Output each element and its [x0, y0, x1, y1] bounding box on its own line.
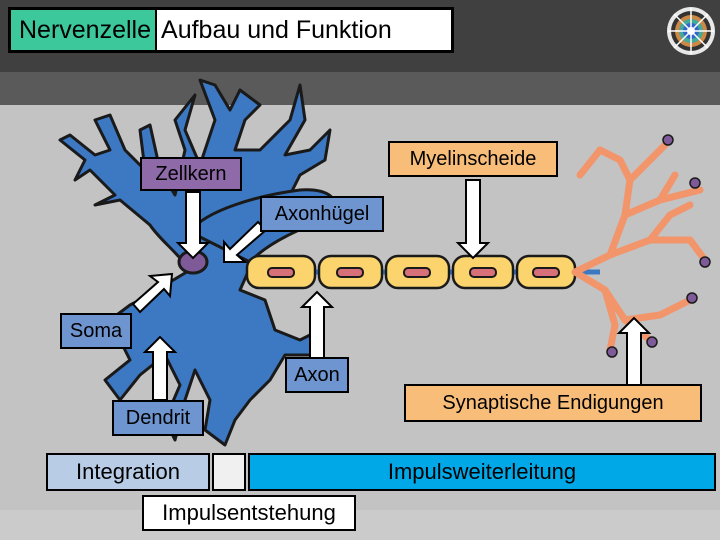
pointer-arrows	[131, 179, 652, 401]
title-subtitle: Aufbau und Funktion	[157, 10, 451, 50]
label-soma: Soma	[60, 313, 132, 349]
bar-gap	[212, 453, 246, 491]
label-axonhuegel: Axonhügel	[260, 196, 384, 232]
logo-icon	[667, 7, 715, 55]
bar-integration: Integration	[46, 453, 210, 491]
axon-terminals	[571, 141, 709, 354]
title-nervenzelle: Nervenzelle	[11, 10, 156, 50]
title-box: Nervenzelle Aufbau und Funktion	[8, 7, 454, 53]
label-axon: Axon	[285, 357, 349, 393]
panel-header-strip	[0, 72, 720, 105]
bar-impulsweiterleitung: Impulsweiterleitung	[248, 453, 716, 491]
label-myelinscheide: Myelinscheide	[388, 141, 558, 177]
label-synaptische-endigungen: Synaptische Endigungen	[404, 384, 702, 422]
label-zellkern: Zellkern	[140, 157, 242, 191]
terminal-buttons	[606, 134, 711, 358]
label-dendrit: Dendrit	[112, 400, 204, 436]
bar-impulsentstehung: Impulsentstehung	[142, 495, 356, 531]
bottom-band	[0, 510, 720, 540]
myelin-nuclei	[267, 267, 560, 278]
